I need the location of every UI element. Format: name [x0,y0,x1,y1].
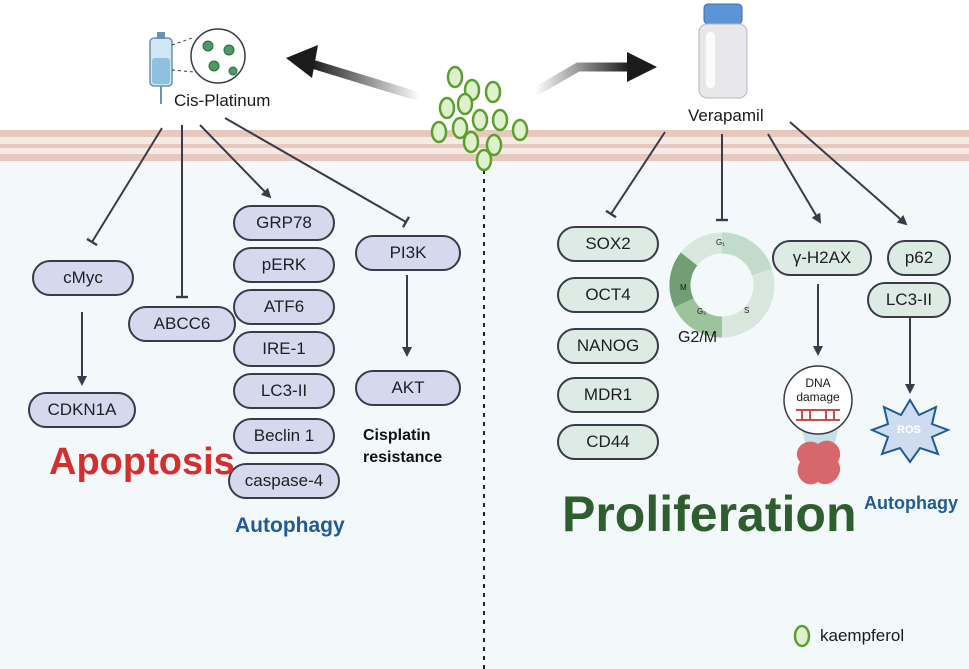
dna-damage-icon [783,365,853,485]
dna-damage-label: DNA damage [796,376,840,404]
node-lc3ii-right: LC3-II [867,282,951,318]
node-atf6: ATF6 [233,289,335,325]
arrow-to-cisplatin [286,45,422,102]
cisplatin-resistance-line2: resistance [363,449,443,466]
node-oct4: OCT4 [557,277,659,313]
ros-label: ROS [897,424,921,436]
autophagy-left-label: Autophagy [235,514,345,537]
phase-s-label: S [744,306,750,315]
left-pathway-connectors [77,117,412,386]
cell-cycle-ring [669,232,775,338]
node-abcc6: ABCC6 [128,306,236,342]
phase-g1-label: G₁ [716,238,725,247]
verapamil-label: Verapamil [688,106,764,125]
node-ire1: IRE-1 [233,331,335,367]
kaempferol-legend-icon [793,624,811,648]
node-cd44: CD44 [557,424,659,460]
node-beclin1: Beclin 1 [233,418,335,454]
phase-g2-label: G₂ [697,307,707,316]
node-pi3k: PI3K [355,235,461,271]
node-caspase4: caspase-4 [228,463,340,499]
node-cmyc: cMyc [32,260,134,296]
node-cdkn1a: CDKN1A [28,392,136,428]
node-lc3ii-left: LC3-II [233,373,335,409]
cisplatin-resistance-label: Cisplatin resistance [363,425,442,469]
node-gamma-h2ax: γ-H2AX [772,240,872,276]
legend-kaempferol-label: kaempferol [820,626,905,645]
node-nanog: NANOG [557,328,659,364]
node-perk: pERK [233,247,335,283]
node-akt: AKT [355,370,461,406]
dna-damage-line1: DNA [805,376,831,390]
node-sox2: SOX2 [557,226,659,262]
iv-drip-bag-icon [149,28,246,104]
node-mdr1: MDR1 [557,377,659,413]
dna-damage-line2: damage [796,390,840,404]
arrow-to-verapamil [532,52,657,96]
node-grp78: GRP78 [233,205,335,241]
apoptosis-label: Apoptosis [49,441,235,483]
cisplatin-resistance-line1: Cisplatin [363,427,431,444]
kaempferol-cluster [430,65,529,172]
phase-m-label: M [680,283,687,292]
pill-bottle-icon [698,3,748,99]
cisplatin-label: Cis-Platinum [174,91,271,110]
g2m-label: G2/M [678,329,718,346]
autophagy-right-label: Autophagy [864,493,958,513]
ros-star-icon [869,398,951,464]
node-p62: p62 [887,240,951,276]
proliferation-label: Proliferation [562,486,857,542]
right-pathway-connectors [605,121,915,394]
